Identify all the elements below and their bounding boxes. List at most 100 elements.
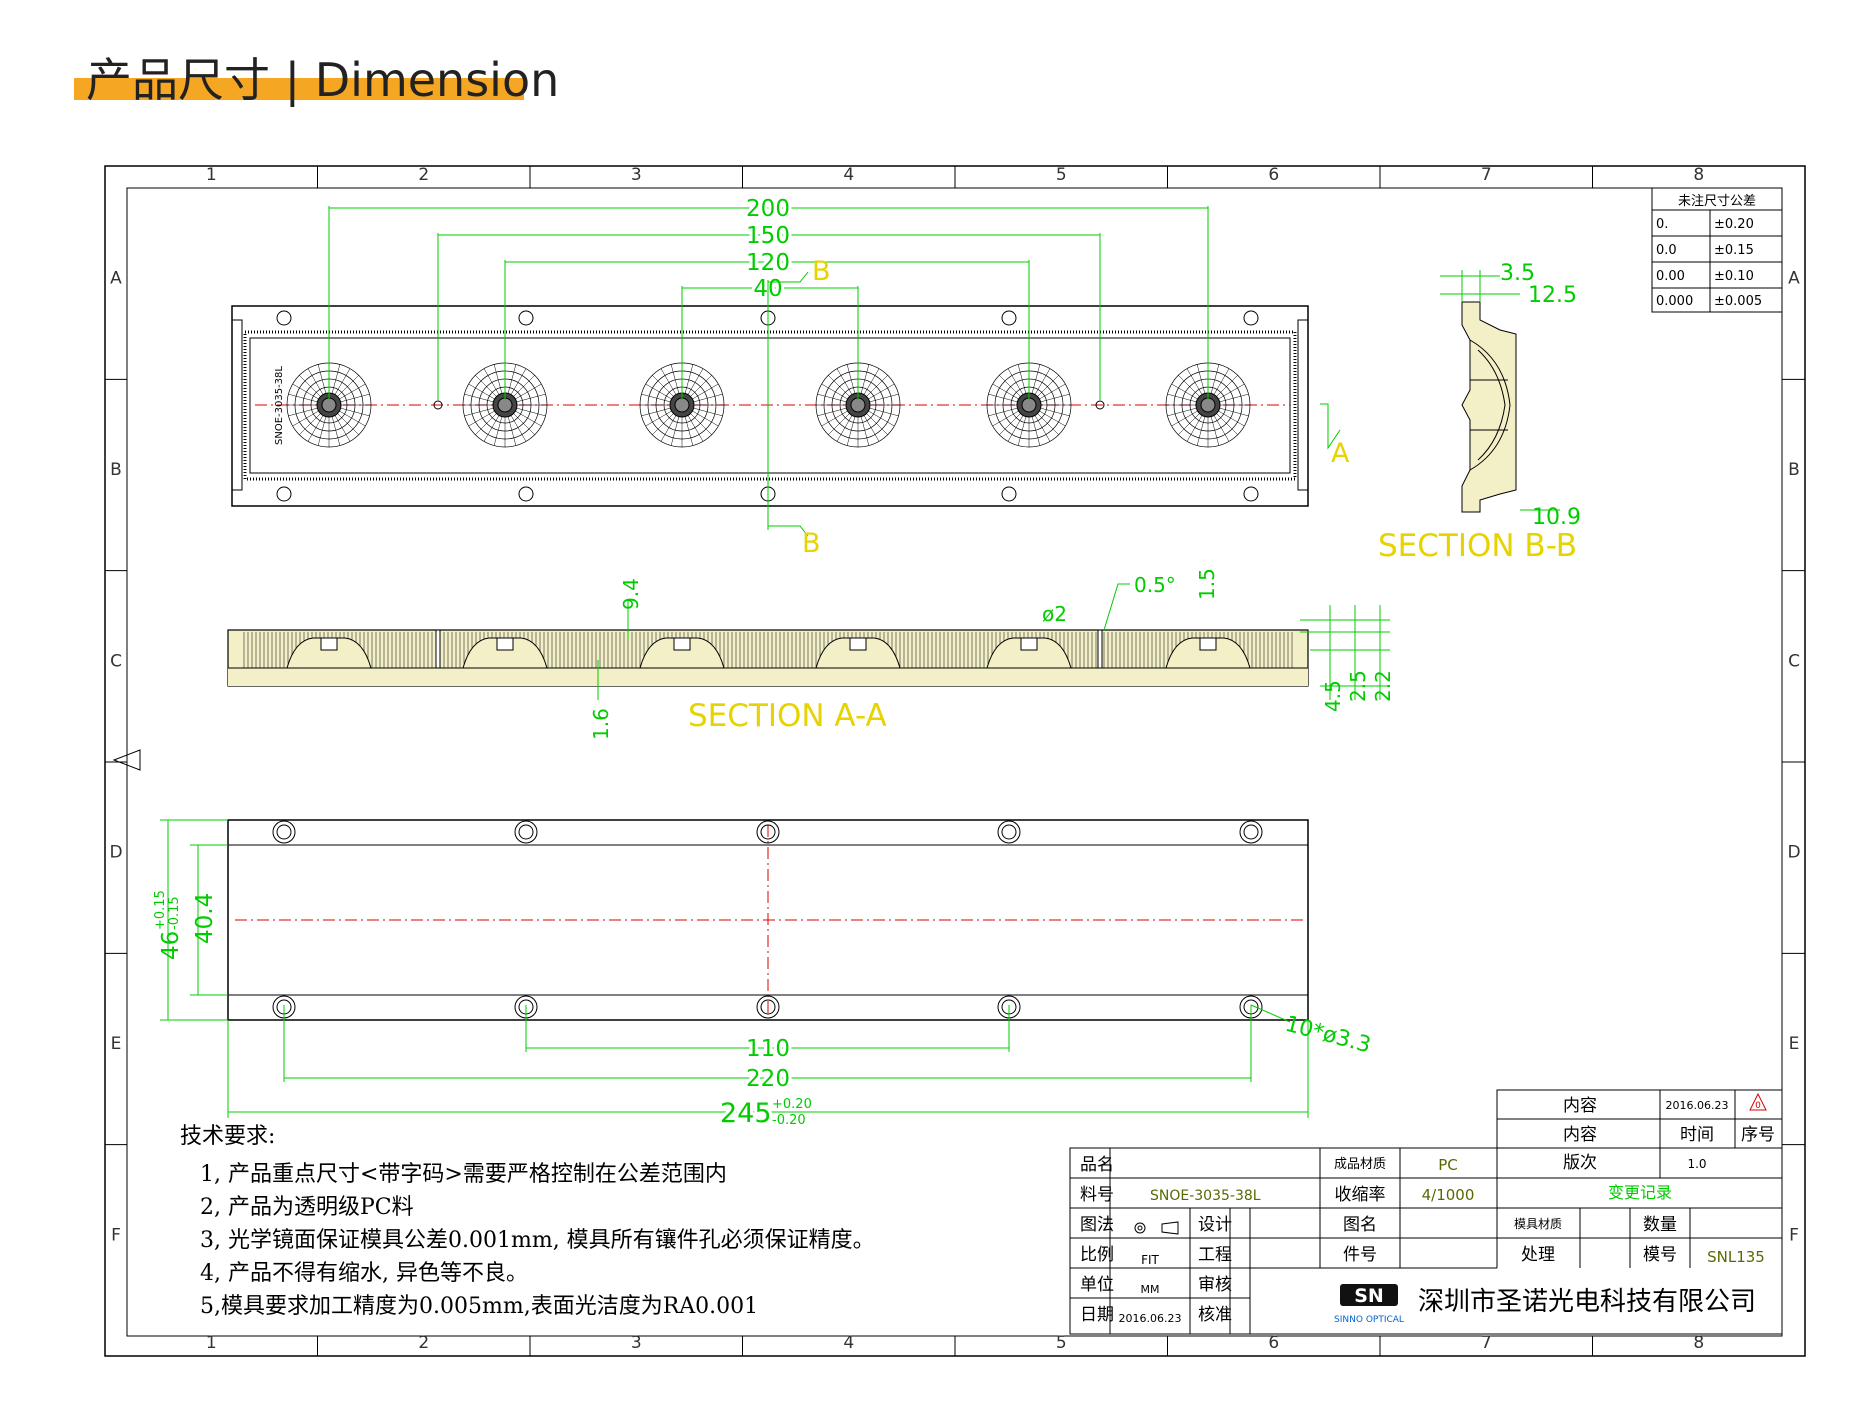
lens-rib [1037, 375, 1059, 397]
lens [815, 362, 901, 448]
lens-rib [1039, 410, 1066, 427]
frame-row-label: E [111, 1034, 122, 1054]
rev-header-seq: 序号 [1741, 1125, 1775, 1145]
frame-row-label: A [110, 269, 122, 289]
lens-rib [828, 413, 850, 435]
dim-holes: 10*ø3.3 [1282, 1012, 1373, 1059]
frame-row-label: F [111, 1225, 121, 1245]
label-product-name: 品名 [1080, 1155, 1114, 1175]
frame-col-label: 1 [206, 1333, 217, 1353]
label-part-no: 料号 [1080, 1185, 1114, 1205]
dim-110: 110 [746, 1036, 790, 1062]
lens-rib [510, 368, 527, 395]
frame-row-label: D [1787, 843, 1800, 863]
page-title: 产品尺寸 | Dimension [86, 53, 560, 107]
lens-rib [1213, 368, 1230, 395]
mounting-hole [276, 310, 292, 326]
lens-rib [999, 413, 1021, 435]
lens-center [497, 397, 513, 413]
lens-rib [507, 416, 517, 446]
lens-rib [307, 415, 324, 442]
lens-rib [515, 410, 542, 427]
lens-rib [1017, 364, 1027, 394]
label-scale: 比例 [1080, 1245, 1114, 1265]
mounting-hole [1243, 486, 1259, 502]
dim-150: 150 [746, 223, 790, 249]
lens-rib [1219, 393, 1249, 403]
label-material: 成品材质 [1334, 1157, 1386, 1172]
dim-245-tol-plus: +0.20 [772, 1097, 812, 1112]
section-bb-view [1461, 301, 1517, 513]
frame-row-label: D [109, 843, 122, 863]
rev-header-content: 内容 [1563, 1125, 1597, 1145]
rev-mark-icon [1749, 1092, 1767, 1111]
lens-rib [337, 413, 359, 435]
lens-rib [468, 383, 495, 400]
lens-rib [692, 383, 719, 400]
lens-rib [339, 383, 366, 400]
rev-mark: 0 [1755, 1101, 1761, 1111]
lens-rib [1196, 364, 1206, 394]
section-aa-title: SECTION A-A [688, 698, 887, 734]
lens-rib [299, 413, 321, 435]
lens-rib [988, 393, 1018, 403]
lens-rib [1007, 415, 1024, 442]
header-accent-bar [74, 78, 524, 100]
lens-rib [483, 415, 500, 442]
label-date: 日期 [1080, 1305, 1114, 1325]
mounting-hole [518, 486, 534, 502]
lens-rib [992, 383, 1019, 400]
label-design: 设计 [1198, 1215, 1232, 1235]
frame-col-label: 6 [1268, 165, 1279, 185]
lens-rib [992, 410, 1019, 427]
change-log-label: 变更记录 [1608, 1183, 1672, 1202]
lens-rib [1034, 368, 1051, 395]
dim-220: 220 [746, 1066, 790, 1092]
value-unit: MM [1141, 1283, 1160, 1296]
top-view-right-tab [1297, 319, 1309, 491]
lens-rib [863, 415, 880, 442]
label-engineering: 工程 [1198, 1245, 1232, 1265]
version-label: 版次 [1563, 1153, 1597, 1173]
frame-col-label: 3 [631, 165, 642, 185]
lens-cavity [673, 637, 691, 651]
bottom-hole [514, 820, 538, 844]
bottom-hole-inner [1001, 824, 1017, 840]
rev-content-1: 内容 [1563, 1096, 1597, 1116]
frame-row-label: F [1789, 1225, 1799, 1245]
lens-rib [288, 393, 318, 403]
lens-rib [340, 393, 370, 403]
top-dimensions [328, 206, 1209, 400]
lens [639, 362, 725, 448]
label-unit: 单位 [1080, 1275, 1114, 1295]
dim-0-5-deg: 0.5° [1134, 573, 1176, 597]
tol-row-3-value: ±0.10 [1714, 269, 1754, 284]
lens-rib [464, 393, 494, 403]
dim-46-tol-plus: +0.15 [153, 890, 168, 930]
lens-rib [821, 410, 848, 427]
lens-rib [1210, 364, 1220, 394]
tol-row-2-precision: 0.0 [1656, 243, 1677, 258]
lens-rib [468, 410, 495, 427]
lens-rib [299, 375, 321, 397]
dim-245: 245 [720, 1098, 772, 1129]
lens-rib [1219, 407, 1249, 417]
section-mark-b-bottom: B [802, 528, 821, 559]
lens-rib [317, 416, 327, 446]
bottom-hole-inner [276, 824, 292, 840]
lens-rib [513, 413, 535, 435]
lens-center [321, 397, 337, 413]
lens-rib [475, 375, 497, 397]
lens-rib [1178, 413, 1200, 435]
lens-rib [641, 393, 671, 403]
lens-rib [684, 364, 694, 394]
lens-dome [1165, 637, 1251, 669]
dim-40-4: 40.4 [192, 893, 218, 944]
lens-cavity [496, 637, 514, 651]
projection-symbol-icon [1134, 1221, 1179, 1235]
tol-row-1-value: ±0.20 [1714, 217, 1754, 232]
lens-rib [1031, 364, 1041, 394]
dim-46: 46 [158, 931, 184, 960]
